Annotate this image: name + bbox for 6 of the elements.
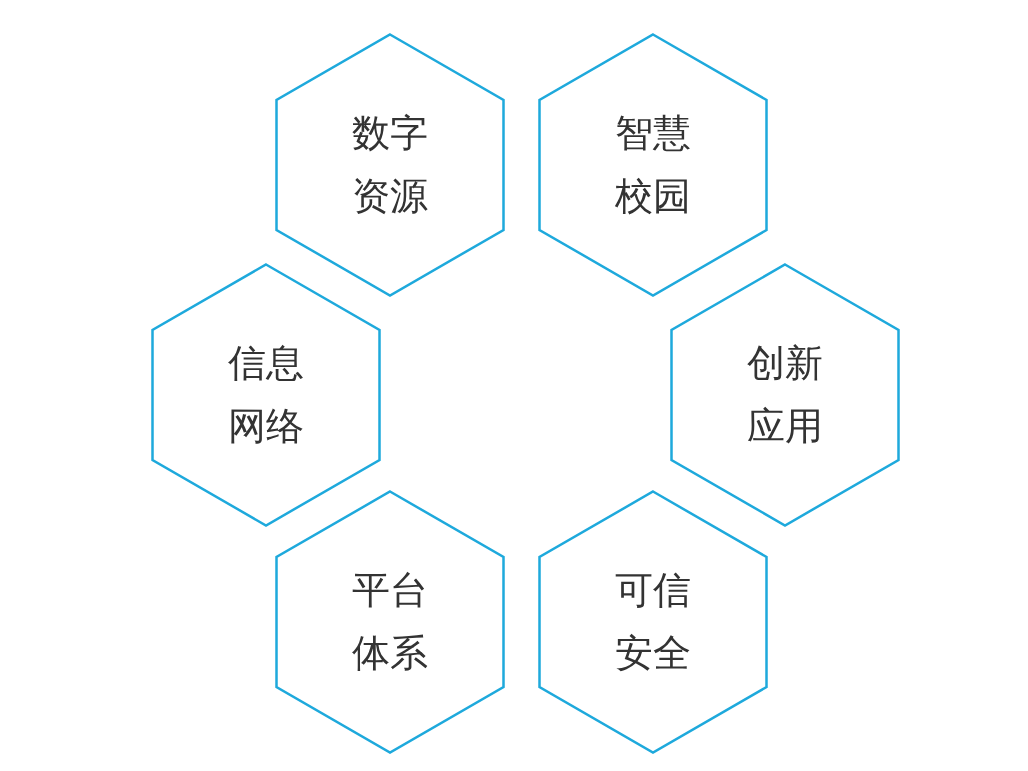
hexagon-label: 数字资源 xyxy=(351,110,429,220)
hexagon-label: 可信安全 xyxy=(614,567,692,677)
hexagon-label: 创新应用 xyxy=(746,340,824,450)
hexagon-label: 智慧校园 xyxy=(614,110,692,220)
hexagon-label: 信息网络 xyxy=(227,340,305,450)
hexagon-label: 平台体系 xyxy=(351,567,429,677)
